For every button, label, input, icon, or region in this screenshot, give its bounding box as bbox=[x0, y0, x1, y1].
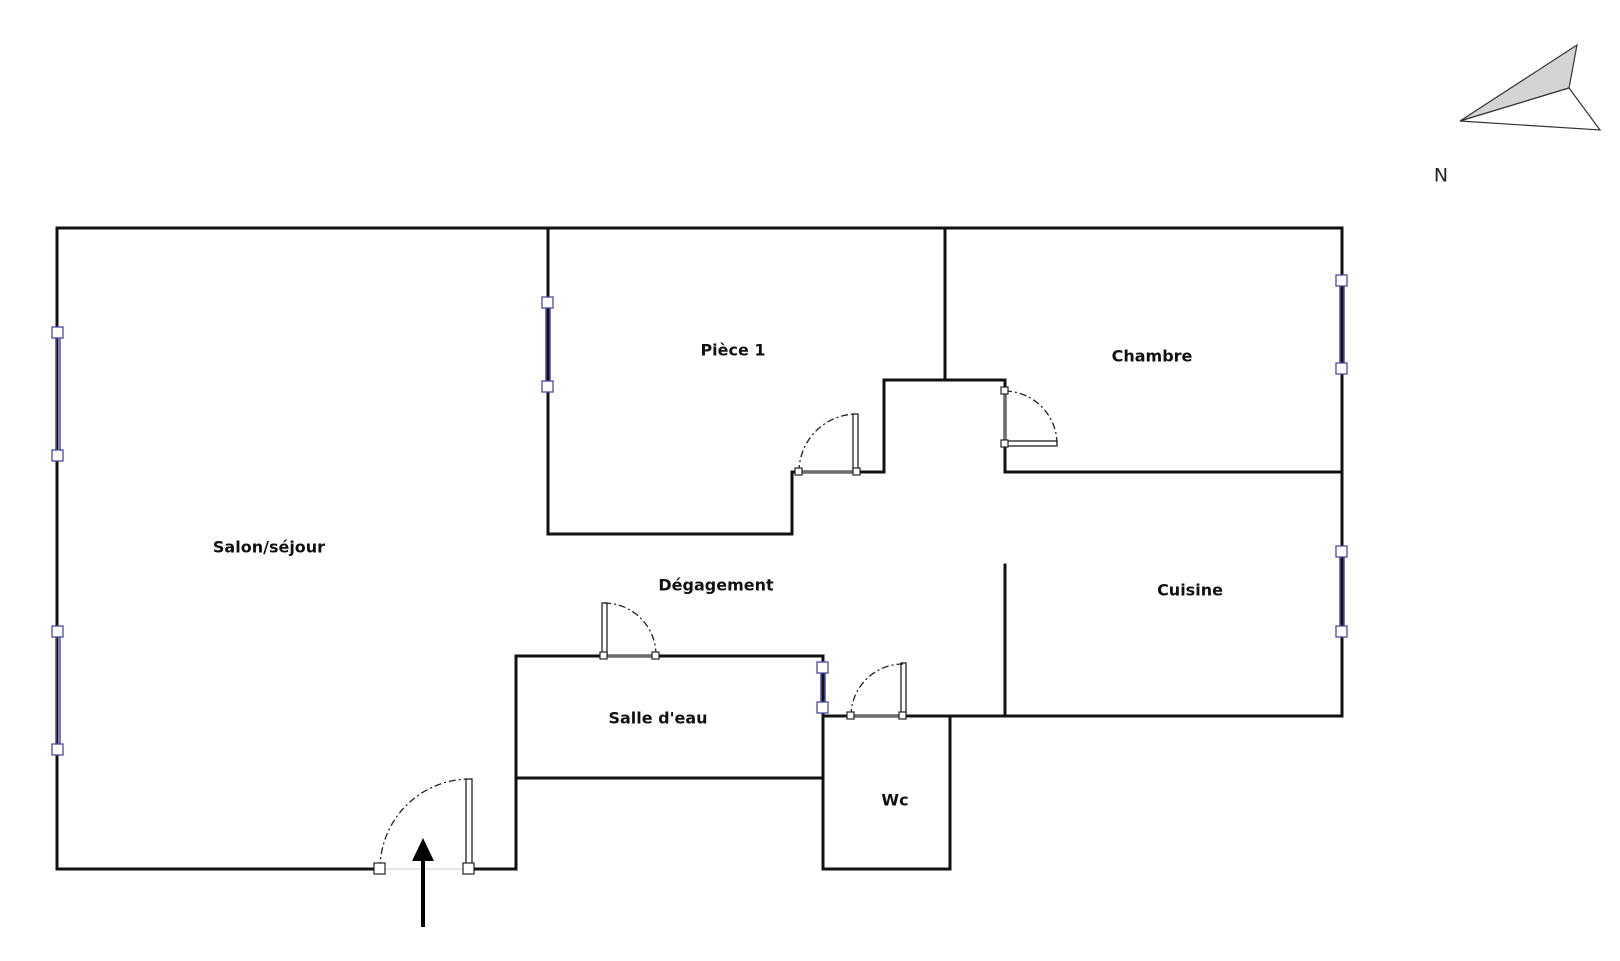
door-salle-eau bbox=[599, 602, 660, 660]
walls bbox=[55, 226, 1344, 871]
wall-chambre-corridor bbox=[1003, 378, 1344, 474]
room-label-piece1: Pièce 1 bbox=[700, 341, 765, 360]
door-wc bbox=[846, 662, 907, 720]
window-salle-eau bbox=[816, 661, 829, 714]
room-label-cuisine: Cuisine bbox=[1157, 581, 1223, 600]
compass-icon bbox=[1459, 43, 1602, 131]
room-label-chambre: Chambre bbox=[1112, 347, 1193, 366]
window-cuisine bbox=[1335, 545, 1348, 638]
doors bbox=[373, 386, 1058, 875]
windows bbox=[51, 274, 1348, 756]
door-entrance bbox=[373, 778, 475, 875]
window-chambre bbox=[1335, 274, 1348, 375]
compass-north-label: N bbox=[1434, 165, 1448, 187]
room-label-degagement: Dégagement bbox=[658, 576, 774, 595]
entrance-arrow-icon bbox=[412, 838, 434, 927]
window-piece1 bbox=[541, 296, 554, 393]
wall-salon-piece1 bbox=[546, 226, 1007, 536]
room-label-salle-eau: Salle d'eau bbox=[608, 709, 707, 728]
door-piece1 bbox=[794, 413, 861, 476]
room-label-salon: Salon/séjour bbox=[213, 538, 325, 557]
window-salon-bottom bbox=[51, 625, 64, 756]
window-salon-top bbox=[51, 326, 64, 462]
room-label-wc: Wc bbox=[881, 791, 908, 810]
door-chambre bbox=[1000, 386, 1058, 448]
